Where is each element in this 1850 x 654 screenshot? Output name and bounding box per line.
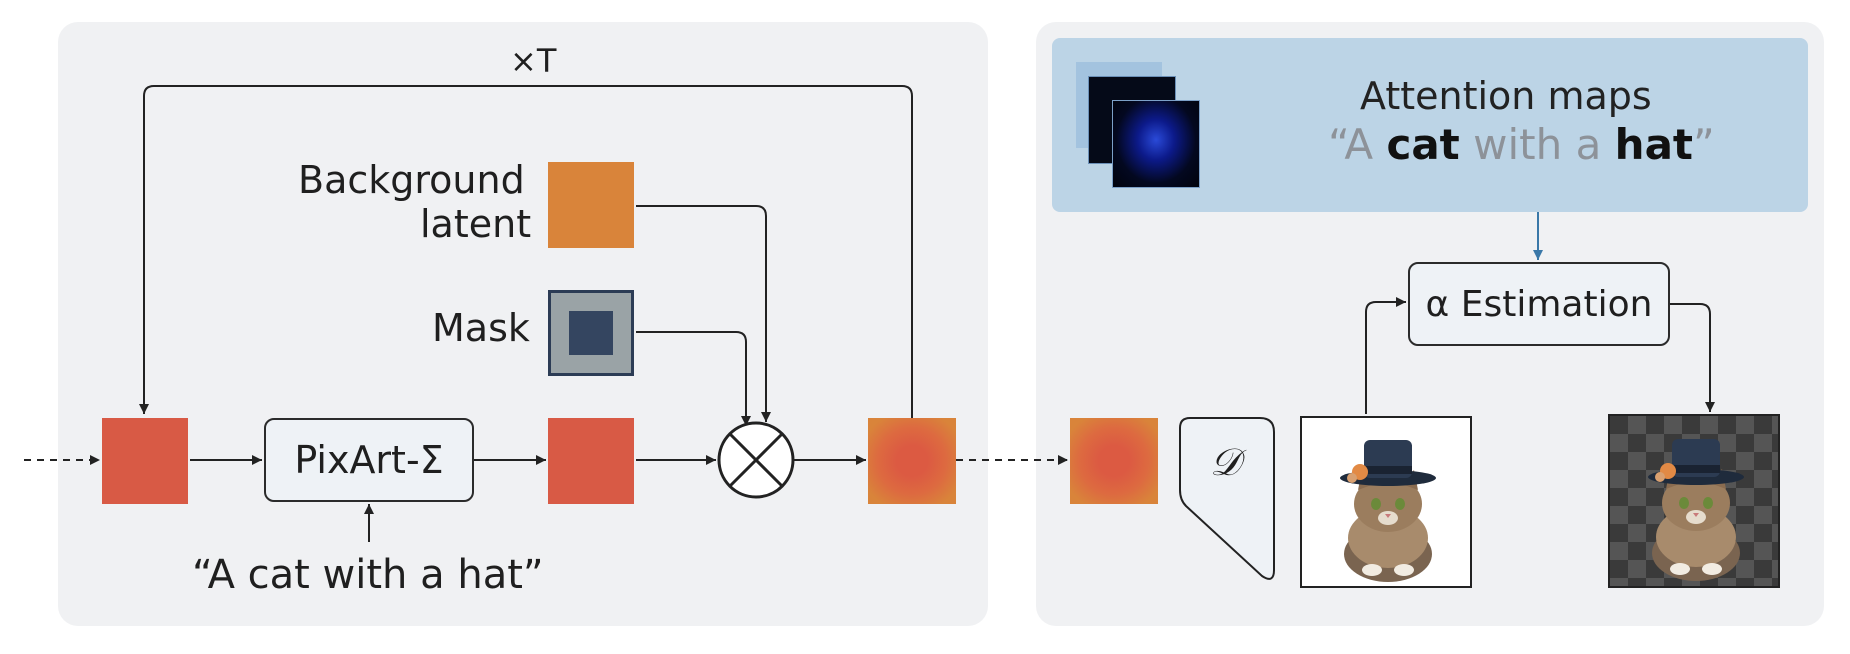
- pixart-model-label: PixArt-Σ: [294, 438, 444, 482]
- background-latent-label-line1: Background: [298, 158, 525, 202]
- rgba-output-image: [1608, 414, 1780, 588]
- prompt-token-cat: cat: [1386, 120, 1460, 169]
- denoised-latent: [548, 418, 634, 504]
- mask-to-blend-arrow: [636, 331, 751, 426]
- cat-with-hat-cutout: [1648, 439, 1744, 581]
- prompt-close-quote: ”: [1693, 120, 1715, 169]
- left-panel: [58, 22, 988, 626]
- loop-arrow: [139, 85, 913, 418]
- pixart-model-block: PixArt-Σ: [264, 418, 474, 502]
- mask-square: [548, 290, 634, 376]
- decoder-label: 𝒟: [1210, 440, 1241, 484]
- text-prompt: “A cat with a hat”: [192, 552, 544, 598]
- cat-with-hat-illustration: [1340, 440, 1436, 582]
- attention-map-thumbnail-front: [1112, 100, 1200, 188]
- prompt-token-hat: hat: [1614, 120, 1693, 169]
- alpha-estimation-block: α Estimation: [1408, 262, 1670, 346]
- input-latent: [102, 418, 188, 504]
- alpha-estimation-label: α Estimation: [1425, 283, 1653, 325]
- background-latent-label-line2: latent: [420, 202, 532, 246]
- attention-maps-prompt: “A cat with a hat”: [1328, 120, 1715, 169]
- mask-label: Mask: [432, 306, 530, 350]
- background-latent: [548, 162, 634, 248]
- decoded-cat-image: [1300, 416, 1472, 588]
- background-to-blend-arrow: [636, 205, 771, 422]
- repeat-label: ×T: [510, 42, 557, 80]
- attention-maps-title: Attention maps: [1360, 74, 1652, 118]
- blended-latent: [868, 418, 956, 504]
- prompt-open-quote: “A: [1328, 120, 1387, 169]
- mask-inner: [569, 311, 613, 355]
- prompt-token-middle: with a: [1459, 120, 1615, 169]
- decoder-block: [1179, 417, 1275, 580]
- alpha-to-output-arrow: [1670, 303, 1715, 412]
- image-to-alpha-arrow: [1365, 297, 1406, 414]
- decoder-input-latent: [1070, 418, 1158, 504]
